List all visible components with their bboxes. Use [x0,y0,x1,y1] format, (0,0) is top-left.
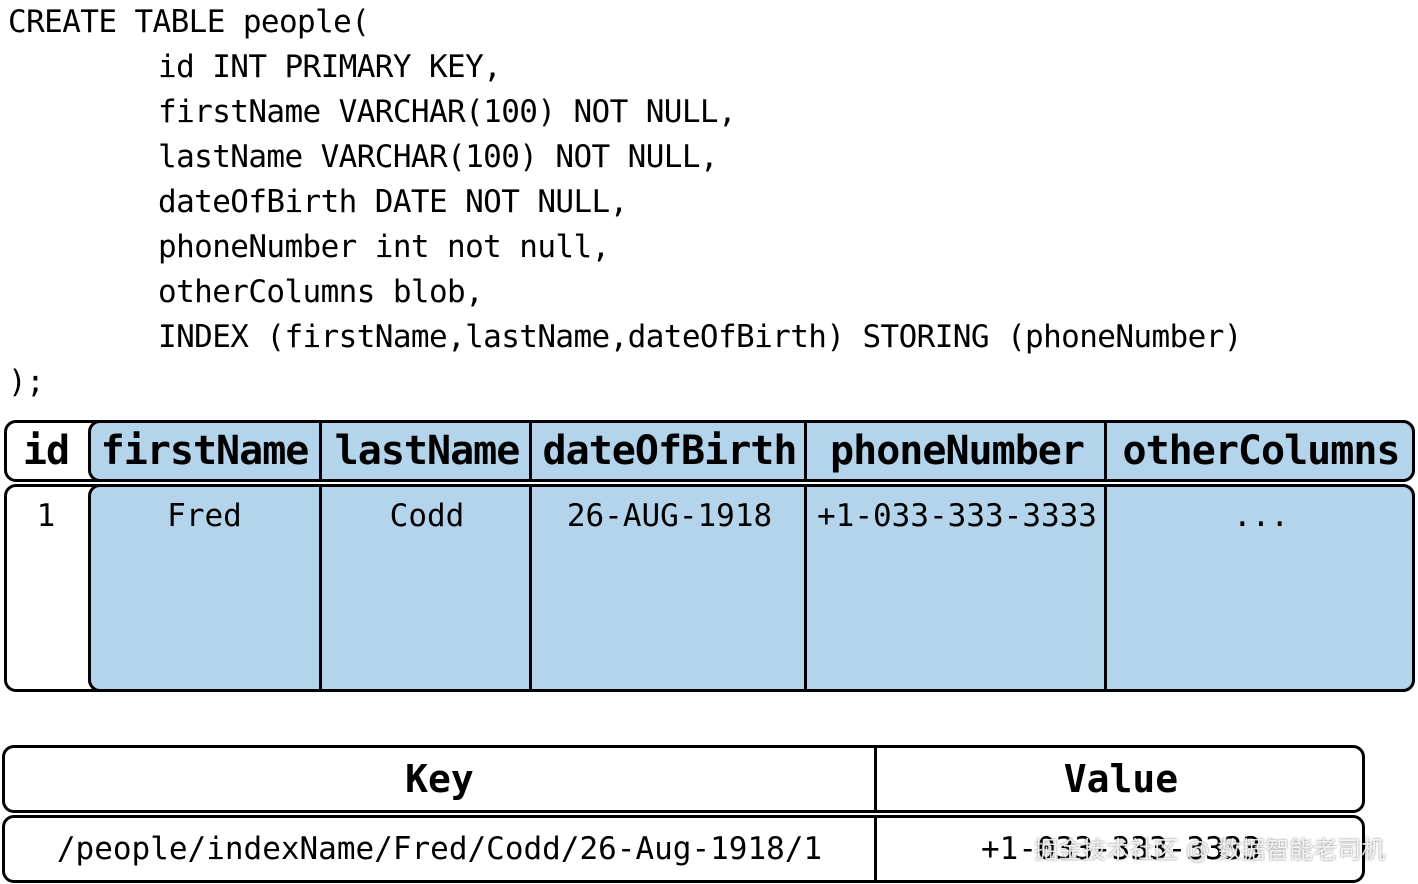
code-line: firstName VARCHAR(100) NOT NULL, [158,94,737,130]
cell-phonenumber: +1-033-333-3333 [804,484,1107,692]
key-header: Key [405,757,474,801]
code-line: phoneNumber int not null, [158,229,610,265]
code-line: id INT PRIMARY KEY, [158,49,502,85]
header-id: id [22,428,70,474]
code-line: INDEX (firstName,lastName,dateOfBirth) S… [158,319,1242,355]
header-firstname: firstName [100,428,310,474]
code-line: dateOfBirth DATE NOT NULL, [158,184,628,220]
value-cell: +1-033-333-3333 [874,815,1365,883]
people-table: id firstName lastName dateOfBirth phoneN… [4,420,1415,692]
code-line: lastName VARCHAR(100) NOT NULL, [158,139,719,175]
kv-header-row: Key Value [2,745,1365,813]
header-dateofbirth: dateOfBirth [529,420,807,482]
code-line: CREATE TABLE people( [8,4,370,40]
cell-othercolumns: ... [1104,484,1415,692]
watermark: 掘金技术社区 @ 数据智能老司机 [1034,836,1386,864]
cell-lastname: Codd [319,484,532,692]
kv-row-frame [2,815,1365,883]
key-value-table: Key Value /people/indexName/Fred/Codd/26… [2,745,1365,883]
header-phonenumber: phoneNumber [804,420,1107,482]
kv-header-frame [2,745,1365,813]
header-othercolumns: otherColumns [1104,420,1415,482]
table-header-row: id firstName lastName dateOfBirth phoneN… [4,420,1415,482]
cell-dateofbirth: 26-AUG-1918 [529,484,807,692]
indexed-columns-highlight [88,484,1415,692]
table-row: 1 Fred Codd 26-AUG-1918 +1-033-333-3333 … [4,484,1415,692]
cell-firstname: Fred [167,498,242,534]
indexed-columns-highlight [88,420,1415,482]
value-header: Value [874,745,1365,813]
header-lastname: lastName [319,420,532,482]
code-line: ); [8,364,45,400]
kv-row: /people/indexName/Fred/Codd/26-Aug-1918/… [2,815,1365,883]
code-line: otherColumns blob, [158,274,484,310]
cell-id: 1 [36,498,56,534]
key-cell: /people/indexName/Fred/Codd/26-Aug-1918/… [56,831,823,867]
sql-code-block: CREATE TABLE people( id INT PRIMARY KEY,… [8,0,1242,405]
